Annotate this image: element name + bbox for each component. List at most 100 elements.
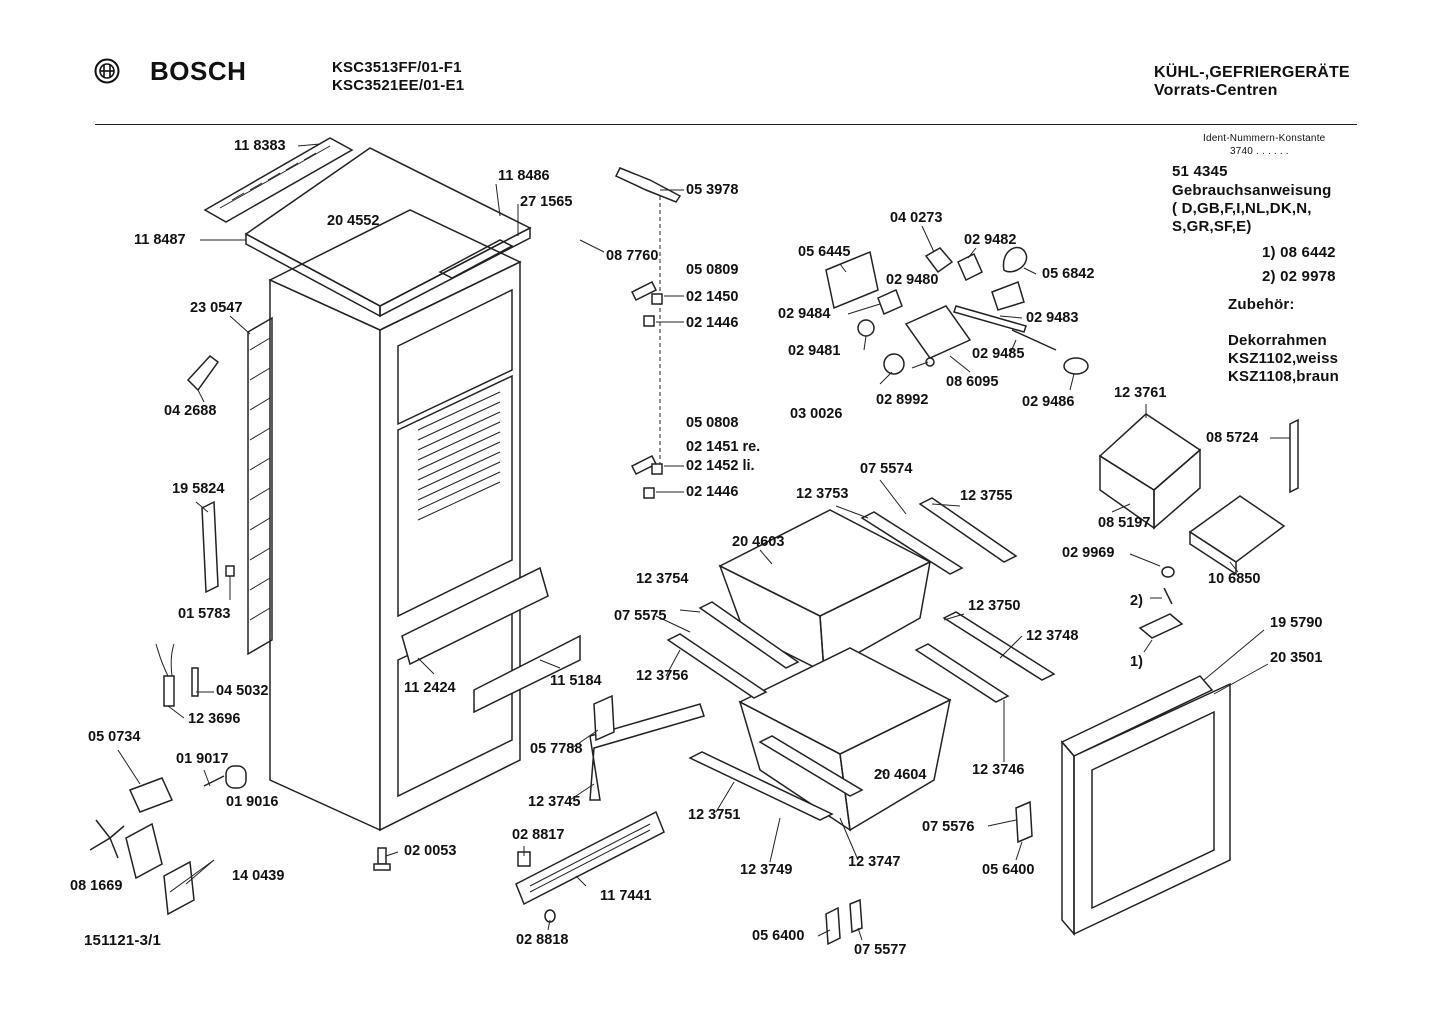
manual-languages-2: S,GR,SF,E) [1172,218,1252,235]
small-parts-bottom [825,800,1033,946]
part-label: 05 6400 [982,862,1035,878]
model-number-1: KSC3513FF/01-F1 [332,59,462,76]
top-cover-drawing [203,137,532,318]
part-label: 02 1451 re. [686,439,761,455]
part-label: 12 3761 [1114,385,1167,401]
part-label: 07 5574 [860,461,913,477]
ident-value: 3740 . . . . . . [1230,146,1289,157]
drawing-id: 151121-3/1 [84,932,162,949]
part-label: 10 6850 [1208,571,1261,587]
part-label: 02 9483 [1026,310,1079,326]
part-label: 05 3978 [686,182,739,198]
part-label: 05 6445 [798,244,851,260]
part-label: 12 3748 [1026,628,1079,644]
part-label: 01 9017 [176,751,229,767]
category-title: KÜHL-,GEFRIERGERÄTE [1154,64,1350,81]
part-label: 02 1452 li. [686,458,755,474]
part-label: 1) [1130,654,1143,670]
part-label: 07 5577 [854,942,907,958]
part-label: 02 9486 [1022,394,1075,410]
part-label: 08 5724 [1206,430,1259,446]
part-label: 02 8818 [516,932,569,948]
cabinet-drawing [268,209,581,832]
part-label: 12 3747 [848,854,901,870]
part-label: 12 3749 [740,862,793,878]
part-label: 02 9480 [886,272,939,288]
part-label: 11 8486 [498,168,550,184]
part-label: 02 1446 [686,484,739,500]
part-label: 12 3750 [968,598,1021,614]
part-label: 01 9016 [226,794,279,810]
part-label: 01 5783 [178,606,231,622]
part-label: 05 7788 [530,741,583,757]
model-number-2: KSC3521EE/01-E1 [332,77,465,94]
manual-languages-1: ( D,GB,F,I,NL,DK,N, [1172,200,1312,217]
bosch-logo-icon [94,58,120,84]
part-label: 04 5032 [216,683,269,699]
part-label: 07 5575 [614,608,667,624]
part-label: 04 0273 [890,210,943,226]
ice-trays-drawing [1098,413,1299,639]
part-label: 02 9969 [1062,545,1115,561]
part-label: 04 2688 [164,403,217,419]
header-divider [95,124,1357,125]
part-label: 23 0547 [190,300,243,316]
part-label: 05 6400 [752,928,805,944]
part-label: 05 6842 [1042,266,1095,282]
ident-label: Ident-Nummern-Konstante [1203,133,1326,144]
accessory-name: Dekorrahmen [1228,332,1327,349]
grille-drawing [515,694,705,923]
part-label: 27 1565 [520,194,573,210]
part-label: 12 3751 [688,807,741,823]
part-label: 14 0439 [232,868,285,884]
part-label: 02 9481 [788,343,841,359]
small-parts-left [89,354,391,916]
part-label: 02 8992 [876,392,929,408]
part-label: 02 1450 [686,289,739,305]
part-label: 12 3753 [796,486,849,502]
footnote-1: 1) 08 6442 [1262,244,1336,261]
part-label: 08 1669 [70,878,123,894]
accessories-title: Zubehör: [1228,296,1295,313]
part-label: 07 5576 [922,819,975,835]
part-label: 11 2424 [404,680,456,696]
manual-title: Gebrauchsanweisung [1172,182,1332,199]
part-label: 05 0809 [686,262,739,278]
part-label: 20 4604 [874,767,927,783]
category-subtitle: Vorrats-Centren [1154,82,1278,99]
part-label: 03 0026 [790,406,843,422]
part-label: 08 7760 [606,248,659,264]
part-label: 12 3754 [636,571,689,587]
part-label: 02 9484 [778,306,831,322]
part-label: 02 9482 [964,232,1017,248]
accessory-2: KSZ1108,braun [1228,368,1339,385]
condenser-drawing [247,316,273,656]
part-label: 11 8487 [134,232,186,248]
part-label: 02 0053 [404,843,457,859]
part-label: 08 6095 [946,374,999,390]
part-label: 20 4603 [732,534,785,550]
part-label: 05 0734 [88,729,141,745]
door-drawing [1060,675,1231,937]
part-label: 20 3501 [1270,650,1323,666]
part-label: 12 3755 [960,488,1013,504]
hinges-drawing [614,167,682,499]
part-label: 12 3756 [636,668,689,684]
part-label: 11 8383 [234,138,286,154]
part-label: 12 3745 [528,794,581,810]
drawers-drawing [666,497,1056,832]
part-label: 08 5197 [1098,515,1151,531]
part-label: 20 4552 [327,213,380,229]
footnote-2: 2) 02 9978 [1262,268,1336,285]
manual-number: 51 4345 [1172,163,1228,180]
part-label: 11 5184 [550,673,602,689]
part-label: 12 3696 [188,711,241,727]
part-label: 19 5824 [172,481,225,497]
brand-name: BOSCH [150,56,247,86]
part-label: 2) [1130,593,1143,609]
part-label: 05 0808 [686,415,739,431]
part-label: 19 5790 [1270,615,1323,631]
part-label: 02 8817 [512,827,565,843]
part-label: 02 1446 [686,315,739,331]
